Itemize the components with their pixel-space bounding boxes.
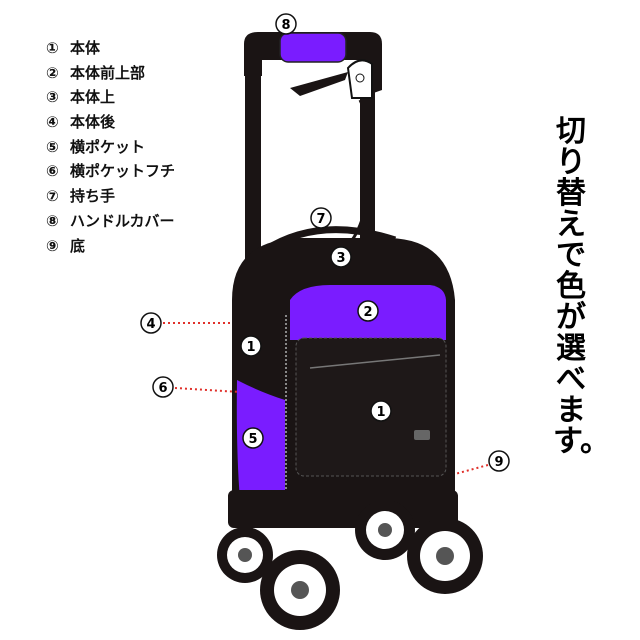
- wheel-front-right: [407, 518, 483, 594]
- pocket-zipper: [309, 354, 441, 369]
- front-pocket: [295, 337, 447, 477]
- svg-text:7: 7: [316, 212, 325, 227]
- legend-label: 横ポケットフチ: [70, 162, 176, 181]
- legend-item: ⑥ 横ポケットフチ: [46, 159, 175, 184]
- legend-item: ⑧ ハンドルカバー: [46, 209, 175, 234]
- svg-text:1: 1: [246, 340, 255, 355]
- wheel-back-left: [217, 527, 273, 583]
- legend-label: ハンドルカバー: [70, 211, 175, 230]
- callout-side-pocket: 5: [242, 427, 264, 449]
- right-pole: [360, 70, 375, 250]
- legend-number: ①: [46, 39, 59, 57]
- wheel-back-right: [355, 500, 415, 560]
- legend-label: 横ポケット: [70, 137, 146, 156]
- base: [228, 490, 458, 528]
- headline-vertical: 切り替えで色が選べます。: [553, 114, 610, 459]
- leader-line-side-pocket-edge: [174, 387, 241, 393]
- left-pole: [245, 60, 261, 260]
- legend-label: 底: [70, 236, 86, 255]
- legend-number: ②: [46, 63, 59, 82]
- callout-carry-handle: 7: [310, 207, 332, 229]
- legend-item: ③ 本体上: [46, 85, 175, 110]
- legend-number: ⑦: [46, 187, 59, 206]
- svg-text:1: 1: [376, 405, 385, 420]
- legend-item: ⑤ 横ポケット: [46, 135, 175, 160]
- legend-label: 本体: [70, 39, 101, 57]
- brake-dial-center: [355, 73, 365, 83]
- handle-cover: [279, 32, 347, 63]
- brake-lever: [290, 72, 348, 96]
- legend-number: ⑧: [46, 211, 59, 230]
- legend-number: ⑤: [46, 137, 59, 156]
- legend-number: ⑨: [46, 236, 59, 255]
- legend-item: ② 本体前上部: [46, 61, 175, 86]
- callout-side-pocket-edge: 6: [152, 376, 174, 398]
- svg-text:8: 8: [281, 18, 290, 33]
- callout-body-front: 1: [370, 400, 392, 422]
- svg-text:9: 9: [494, 455, 503, 470]
- callout-handle-cover: 8: [275, 13, 297, 35]
- legend-number: ④: [46, 113, 59, 132]
- legend-number: ③: [46, 88, 59, 107]
- legend-label: 本体上: [70, 88, 116, 107]
- legend-label: 本体前上部: [70, 63, 146, 82]
- leader-line-bottom: [454, 464, 489, 475]
- callout-bottom: 9: [488, 450, 510, 472]
- legend-item: ① 本体: [46, 36, 175, 61]
- callout-body-side: 1: [240, 335, 262, 357]
- legend-item: ④ 本体後: [46, 110, 175, 135]
- parts-legend: ① 本体 ② 本体前上部 ③ 本体上 ④ 本体後 ⑤ 横ポケット ⑥ 横ポケットフチ ⑦ 持ち…: [46, 36, 175, 258]
- legend-number: ⑥: [46, 162, 59, 181]
- callout-body-top: 3: [330, 246, 352, 268]
- legend-item: ⑦ 持ち手: [46, 184, 175, 209]
- callout-body-front-top: 2: [357, 300, 379, 322]
- handle-frame: [244, 32, 382, 96]
- legend-label: 持ち手: [70, 187, 116, 206]
- svg-text:5: 5: [248, 432, 257, 447]
- brand-tag: [414, 430, 430, 440]
- svg-text:2: 2: [363, 305, 372, 320]
- svg-text:6: 6: [158, 381, 167, 396]
- wheel-front-left: [260, 550, 340, 630]
- svg-text:3: 3: [336, 251, 345, 266]
- legend-label: 本体後: [70, 113, 116, 132]
- svg-text:4: 4: [146, 317, 155, 332]
- callout-body-back: 4: [140, 312, 162, 334]
